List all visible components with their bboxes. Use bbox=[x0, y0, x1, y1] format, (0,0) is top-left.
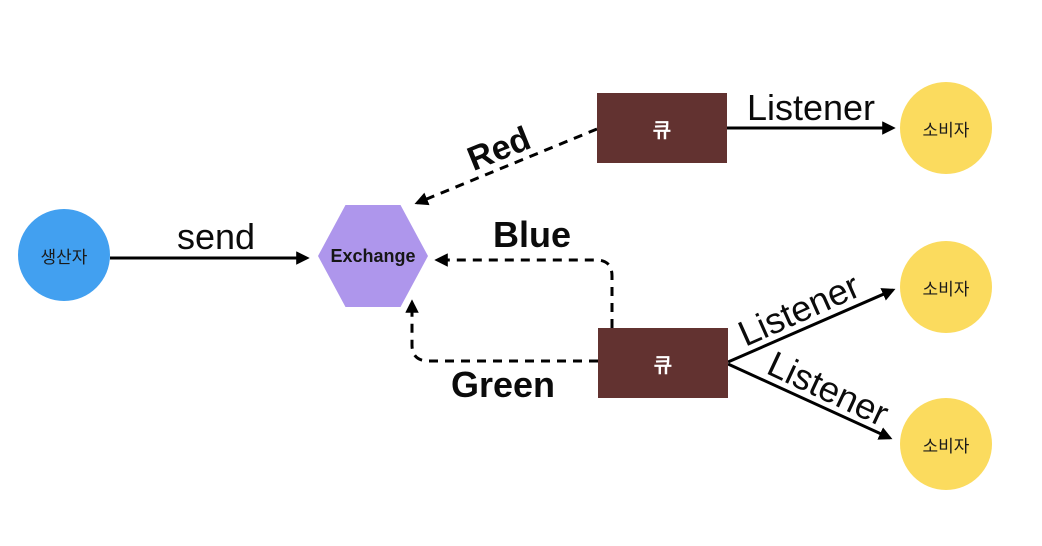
queue-label: 큐 bbox=[652, 119, 672, 142]
producer-label: 생산자 bbox=[40, 247, 88, 267]
consumer-label: 소비자 bbox=[922, 120, 970, 140]
exchange-label: Exchange bbox=[330, 245, 416, 266]
queue-node-shared: 큐 bbox=[598, 328, 728, 398]
queue-label: 큐 bbox=[653, 354, 673, 377]
consumer-label: 소비자 bbox=[922, 279, 970, 299]
blue-binding-arrow bbox=[434, 253, 614, 328]
consumer-label: 소비자 bbox=[922, 436, 970, 456]
listener-arrow-3 bbox=[727, 362, 893, 440]
producer-node: 생산자 bbox=[18, 209, 110, 301]
listener-arrow-2 bbox=[727, 288, 896, 364]
green-binding-label: Green bbox=[450, 364, 556, 405]
green-binding-arrow bbox=[405, 299, 598, 363]
blue-binding-label: Blue bbox=[492, 214, 572, 255]
red-binding-arrow bbox=[414, 127, 598, 206]
consumer-node-3: 소비자 bbox=[900, 398, 992, 490]
consumer-node-2: 소비자 bbox=[900, 241, 992, 333]
queue-node-red: 큐 bbox=[597, 93, 727, 163]
send-edge-label: send bbox=[176, 216, 256, 257]
listener-edge-label-1: Listener bbox=[746, 87, 876, 128]
consumer-node-1: 소비자 bbox=[900, 82, 992, 174]
exchange-node: Exchange bbox=[318, 205, 428, 307]
